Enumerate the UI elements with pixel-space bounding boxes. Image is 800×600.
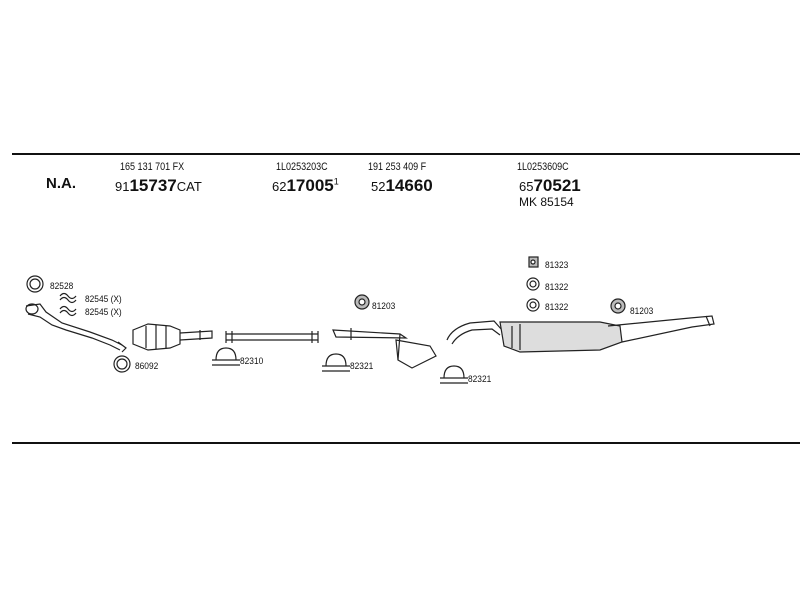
part-code-suffix: CAT <box>176 179 202 194</box>
part-label: 82321 <box>468 374 492 385</box>
part-label: 82545 (X) <box>85 307 122 318</box>
part-label: 82310 <box>240 356 264 367</box>
oe-number-front-pipe: 165 131 701 FX <box>120 161 185 173</box>
part-code-prefix: 52 <box>371 179 386 194</box>
rubber-ring-icon <box>526 298 540 312</box>
part-label: 81323 <box>545 260 569 271</box>
bottom-divider <box>12 442 800 444</box>
clamp-icon <box>322 353 350 372</box>
rubber-mount-icon <box>528 256 539 268</box>
catalytic-converter-drawing <box>132 323 213 351</box>
rubber-ring-icon <box>526 277 540 291</box>
part-code-suffix: 1 <box>333 176 339 187</box>
mounting-kit-code: MK 85154 <box>519 195 574 209</box>
part-code-prefix: 62 <box>272 179 287 194</box>
front-pipe-drawing <box>25 303 127 353</box>
part-label: 86092 <box>135 361 159 372</box>
spring-bolt-icon <box>59 292 77 304</box>
oe-number-center-silencer: 191 253 409 F <box>368 161 427 173</box>
gasket-icon <box>113 355 131 373</box>
part-code-prefix: 91 <box>115 179 130 194</box>
part-code-center-silencer: 5214660 <box>371 177 433 195</box>
center-silencer-drawing <box>332 328 437 369</box>
part-label: 81322 <box>545 302 569 313</box>
clamp-icon <box>440 365 468 384</box>
part-code-middle-pipe: 62170051 <box>272 177 339 195</box>
part-label: 81203 <box>630 306 654 317</box>
top-divider <box>12 153 800 155</box>
oe-number-middle-pipe: 1L0253203C <box>276 161 328 173</box>
part-code-number: 17005 <box>286 176 334 195</box>
part-code-prefix: 65 <box>519 179 534 194</box>
oe-number-rear-silencer: 1L0253609C <box>517 161 569 173</box>
gasket-icon <box>26 275 44 293</box>
part-code-rear-silencer: 6570521 <box>519 177 581 195</box>
part-label: 82528 <box>50 281 74 292</box>
spring-bolt-icon <box>59 305 77 317</box>
rear-silencer-drawing <box>446 315 715 353</box>
market-label: N.A. <box>46 175 76 192</box>
middle-pipe-drawing <box>225 331 319 343</box>
part-label: 81203 <box>372 301 396 312</box>
part-label: 81322 <box>545 282 569 293</box>
part-code-catalyst: 9115737CAT <box>115 177 202 195</box>
rubber-mount-icon <box>610 298 626 314</box>
part-code-number: 14660 <box>385 176 433 195</box>
clamp-icon <box>212 347 240 366</box>
part-label: 82321 <box>350 361 374 372</box>
part-code-number: 70521 <box>533 176 581 195</box>
part-code-number: 15737 <box>129 176 177 195</box>
rubber-mount-icon <box>354 294 370 310</box>
part-label: 82545 (X) <box>85 294 122 305</box>
